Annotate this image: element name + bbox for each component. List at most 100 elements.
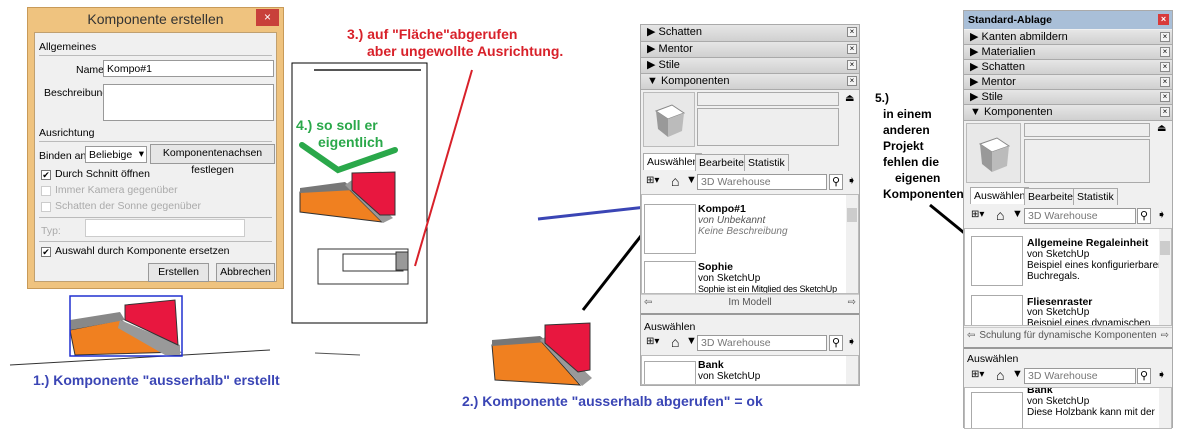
component-sketch-4: [299, 171, 396, 223]
tab-select[interactable]: Auswählen: [970, 187, 1030, 204]
close-icon[interactable]: ×: [1160, 77, 1170, 87]
row-label: Mentor: [981, 76, 1016, 88]
sketch-frame: [291, 62, 428, 324]
component-name-field[interactable]: [1024, 123, 1150, 137]
go-icon[interactable]: ➧: [1157, 369, 1167, 381]
tray-row-soften-edges[interactable]: ▶ Kanten abmildern×: [964, 30, 1172, 45]
tab-statistics[interactable]: Statistik: [744, 154, 789, 171]
tray-row-components[interactable]: ▼ Komponenten×: [641, 74, 859, 90]
always-face-camera-checkbox[interactable]: [41, 186, 51, 196]
expand-icon: ▶: [647, 26, 656, 38]
close-icon[interactable]: ×: [1158, 14, 1169, 25]
item-name: Fliesenraster: [1027, 296, 1093, 308]
set-axes-button[interactable]: Komponentenachsen festlegen: [150, 144, 275, 176]
close-button[interactable]: ×: [256, 9, 279, 26]
tray-row-materials[interactable]: ▶ Materialien×: [964, 45, 1172, 60]
close-icon[interactable]: ×: [1160, 32, 1170, 42]
close-icon[interactable]: ×: [847, 44, 857, 54]
replace-selection-checkbox[interactable]: ✔: [41, 247, 51, 257]
close-icon[interactable]: ×: [1160, 47, 1170, 57]
tray-row-mentor[interactable]: ▶ Mentor×: [641, 42, 859, 58]
navigation-dropdown-icon[interactable]: ▼: [1012, 208, 1023, 220]
close-icon[interactable]: ×: [847, 60, 857, 70]
tray-row-styles[interactable]: ▶ Stile×: [964, 90, 1172, 105]
view-options-icon[interactable]: ⊞▾: [646, 175, 660, 186]
cube-icon: [654, 104, 686, 137]
scrollbar[interactable]: [846, 195, 858, 293]
row-label: Stile: [658, 59, 680, 71]
component-description-field[interactable]: [1024, 139, 1150, 183]
thumbnail: [644, 204, 696, 254]
type-select[interactable]: [85, 219, 245, 237]
cut-open-label: Durch Schnitt öffnen: [55, 168, 150, 180]
component-preview: [966, 123, 1021, 183]
view-options-icon[interactable]: ⊞▾: [971, 369, 985, 380]
secondary-toolbar: ⊞▾ ⌂ ▼ 3D Warehouse ⚲ ➧: [641, 334, 859, 352]
navigation-dropdown-icon[interactable]: ▼: [1012, 368, 1023, 380]
forward-icon[interactable]: ⇨: [1160, 330, 1169, 341]
back-icon[interactable]: ⇦: [967, 330, 976, 341]
close-icon[interactable]: ×: [1160, 107, 1170, 117]
close-icon[interactable]: ×: [1160, 62, 1170, 72]
tab-select[interactable]: Auswählen: [643, 153, 703, 170]
search-icon[interactable]: ⚲: [829, 335, 843, 351]
close-icon[interactable]: ×: [847, 27, 857, 37]
toolbar: ⊞▾ ⌂ ▼ 3D Warehouse ⚲ ➧: [641, 173, 859, 191]
scrollbar[interactable]: [1159, 229, 1171, 325]
thumbnail: [644, 361, 696, 384]
back-icon[interactable]: ⇦: [644, 297, 653, 308]
home-icon[interactable]: ⌂: [671, 334, 680, 350]
navigation-dropdown-icon[interactable]: ▼: [686, 335, 697, 347]
search-input[interactable]: 3D Warehouse: [1024, 208, 1136, 224]
tray-row-components[interactable]: ▼ Komponenten×: [964, 105, 1172, 121]
go-icon[interactable]: ➧: [847, 175, 857, 187]
search-icon[interactable]: ⚲: [1137, 208, 1151, 224]
component-name-field[interactable]: [697, 92, 839, 106]
home-icon[interactable]: ⌂: [996, 207, 1005, 223]
bind-select[interactable]: Beliebige▾: [85, 146, 147, 163]
item-author: von SketchUp: [1027, 249, 1090, 260]
collection-name: Schulung für dynamische Komponenten: [979, 330, 1157, 341]
item-author: von SketchUp: [1027, 307, 1090, 318]
shadows-face-sun-checkbox[interactable]: [41, 202, 51, 212]
search-icon[interactable]: ⚲: [829, 174, 843, 190]
collapse-icon: ▼: [647, 75, 658, 87]
cancel-button[interactable]: Abbrechen: [216, 263, 275, 282]
view-options-icon[interactable]: ⊞▾: [971, 209, 985, 220]
create-button[interactable]: Erstellen: [148, 263, 209, 282]
name-input[interactable]: Kompo#1: [103, 60, 274, 77]
tray-row-shadows[interactable]: ▶ Schatten×: [641, 25, 859, 42]
scrollbar[interactable]: [846, 356, 858, 384]
collection-name: Im Modell: [728, 297, 772, 308]
search-icon[interactable]: ⚲: [1137, 368, 1151, 384]
orientation-heading: Ausrichtung: [39, 127, 95, 139]
description-input[interactable]: [103, 84, 274, 121]
forward-icon[interactable]: ⇨: [847, 297, 856, 308]
go-icon[interactable]: ➧: [1157, 209, 1167, 221]
navigation-dropdown-icon[interactable]: ▼: [686, 174, 697, 186]
tray-row-mentor[interactable]: ▶ Mentor×: [964, 75, 1172, 90]
view-options-icon[interactable]: ⊞▾: [646, 336, 660, 347]
annotation-1: 1.) Komponente "ausserhalb" erstellt: [33, 372, 280, 388]
close-icon[interactable]: ×: [1160, 92, 1170, 102]
tray-row-styles[interactable]: ▶ Stile×: [641, 58, 859, 74]
tray-row-shadows[interactable]: ▶ Schatten×: [964, 60, 1172, 75]
home-icon[interactable]: ⌂: [996, 367, 1005, 383]
search-input[interactable]: 3D Warehouse: [1024, 368, 1136, 384]
bind-value: Beliebige: [89, 149, 133, 161]
search-input[interactable]: 3D Warehouse: [697, 335, 827, 351]
toggle-secondary-pane-icon[interactable]: ⏏: [845, 93, 855, 104]
item-description: Beispiel eines dynamischen: [1027, 318, 1151, 326]
tab-statistics[interactable]: Statistik: [1073, 188, 1118, 205]
divider: [39, 217, 272, 218]
home-icon[interactable]: ⌂: [671, 173, 680, 189]
go-icon[interactable]: ➧: [847, 336, 857, 348]
scrollbar[interactable]: [1159, 388, 1171, 428]
item-name: Bank: [698, 359, 724, 371]
close-icon[interactable]: ×: [847, 76, 857, 86]
search-input[interactable]: 3D Warehouse: [697, 174, 827, 190]
component-sketch-2: [491, 322, 592, 386]
cut-open-checkbox[interactable]: ✔: [41, 170, 51, 180]
toggle-secondary-pane-icon[interactable]: ⏏: [1157, 123, 1167, 134]
component-description-field[interactable]: [697, 108, 839, 146]
